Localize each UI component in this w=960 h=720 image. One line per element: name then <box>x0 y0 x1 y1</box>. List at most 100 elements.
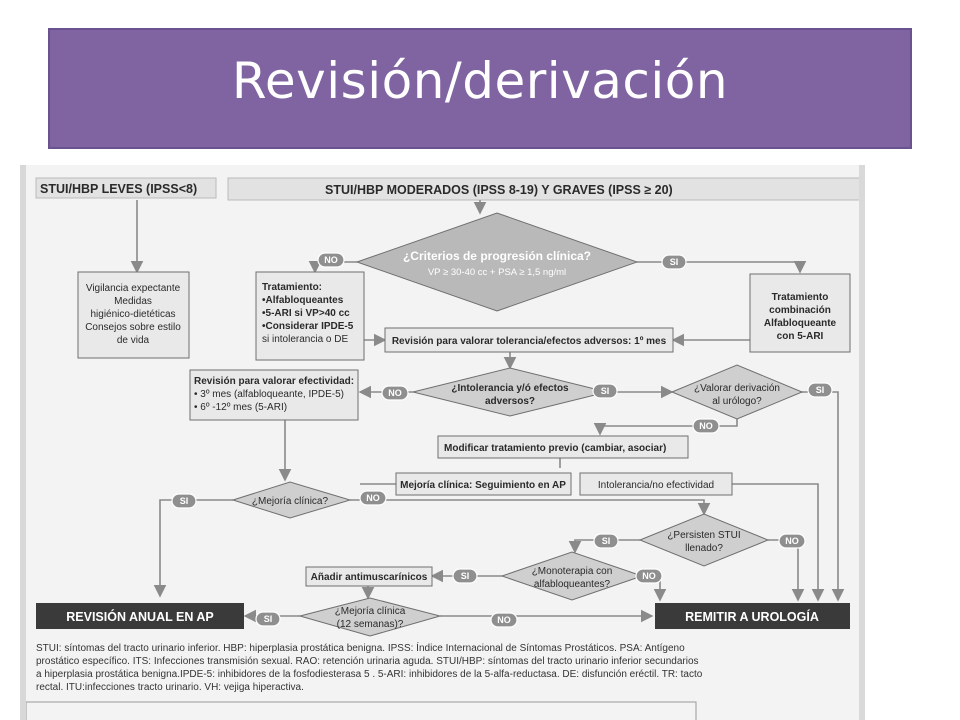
tratamiento-box <box>255 271 365 361</box>
revision-tolerancia: Revisión para valorar tolerancia/efectos… <box>392 336 667 347</box>
svg-text:SI: SI <box>601 386 610 396</box>
intolerancia-no-efectividad: Intolerancia/no efectividad <box>598 480 714 491</box>
svg-text:SI: SI <box>670 257 679 267</box>
vigilancia-line2: Medidas <box>114 296 152 307</box>
vigilancia-line4: Consejos sobre estilo <box>85 322 181 333</box>
header-leves: STUI/HBP LEVES (IPSS<8) <box>40 182 197 196</box>
svg-text:NO: NO <box>324 255 338 265</box>
mejoria-ap: Mejoría clínica: Seguimiento en AP <box>400 480 566 491</box>
arrow-no-persisten <box>350 499 711 516</box>
decision-progression-line2: VP ≥ 30-40 cc + PSA ≥ 1,5 ng/ml <box>428 267 566 278</box>
si-pill-mejoria12: SI <box>255 611 281 627</box>
vigilancia-box <box>77 271 190 359</box>
svg-text:NO: NO <box>785 536 799 546</box>
footnote-line2: prostático específico. ITS: Infecciones … <box>36 656 699 667</box>
combinacion-line2: combinación <box>769 305 831 316</box>
antimuscarinicos-box <box>305 566 433 587</box>
svg-text:SI: SI <box>461 571 470 581</box>
scan-right-edge <box>859 165 865 720</box>
no-pill-mejoria: NO <box>359 490 387 506</box>
revision-efectividad-item2: • 6º -12º mes (5-ARI) <box>194 402 287 413</box>
footnote-line4: rectal. ITU:infecciones tracto urinario.… <box>36 682 304 693</box>
combinacion-line4: con 5-ARI <box>777 331 824 342</box>
no-pill-derivacion: NO <box>692 418 720 434</box>
revision-anual-box <box>36 603 244 629</box>
no-pill-progression: NO <box>317 252 345 268</box>
si-pill-mejoria: SI <box>171 493 197 509</box>
si-pill-persisten: SI <box>593 533 619 549</box>
decision-progression-line1: ¿Criterios de progresión clínica? <box>403 249 591 263</box>
footnote-line3: a hiperplasia prostática benigna.IPDE-5:… <box>36 669 703 680</box>
decision-persisten-line2: llenado? <box>685 543 723 554</box>
bottom-frame <box>25 701 697 720</box>
mejoria-ap-box <box>395 472 572 496</box>
combinacion-box <box>749 273 851 353</box>
revision-tolerancia-box <box>384 327 674 353</box>
tratamiento-item2: •5-ARI si VP>40 cc <box>262 308 350 319</box>
decision-mejoria-12-line1: ¿Mejoría clínica <box>335 606 406 617</box>
vigilancia-line5: de vida <box>117 335 150 346</box>
svg-text:SI: SI <box>816 385 825 395</box>
si-pill-intolerancia: SI <box>592 383 618 399</box>
svg-text:SI: SI <box>264 614 273 624</box>
decision-mejoria <box>231 481 352 519</box>
si-pill-derivacion: SI <box>807 382 833 398</box>
slide-title-bar: Revisión/derivación <box>48 28 912 149</box>
combinacion-line1: Tratamiento <box>772 292 829 303</box>
tratamiento-item3: •Considerar IPDE-5 <box>262 321 354 332</box>
svg-text:SI: SI <box>180 496 189 506</box>
svg-text:NO: NO <box>366 493 380 503</box>
antimuscarinicos: Añadir antimuscarínicos <box>311 572 428 583</box>
vigilancia-line1: Vigilancia expectante <box>86 283 181 294</box>
flowchart-svg: STUI/HBP LEVES (IPSS<8) STUI/HBP MODERAD… <box>25 177 863 720</box>
decision-intolerancia-line1: ¿Intolerancia y/ó efectos <box>451 383 569 394</box>
no-pill-persisten: NO <box>778 533 806 549</box>
modificar-box <box>437 435 689 459</box>
si-pill-monoterapia: SI <box>452 568 478 584</box>
scan-left-edge <box>20 165 26 720</box>
arrow-intolerancia-urologia <box>732 483 825 602</box>
decision-progression <box>355 212 639 312</box>
si-pill-progression: SI <box>661 254 687 270</box>
remitir-urologia-box <box>655 603 850 629</box>
svg-text:NO: NO <box>642 571 656 581</box>
revision-efectividad-title: Revisión para valorar efectividad: <box>194 376 354 387</box>
decision-mejoria-text: ¿Mejoría clínica? <box>252 496 329 507</box>
footnote-line1: STUI: síntomas del tracto urinario infer… <box>36 641 685 654</box>
header-moderados: STUI/HBP MODERADOS (IPSS 8-19) Y GRAVES … <box>325 183 673 197</box>
tratamiento-item1: •Alfabloqueantes <box>262 295 344 306</box>
modificar-text: Modificar tratamiento previo (cambiar, a… <box>444 443 666 454</box>
revision-efectividad-item1: • 3º mes (alfabloqueante, IPDE-5) <box>194 389 344 400</box>
header-leves-box <box>35 177 217 199</box>
no-pill-mejoria12: NO <box>490 612 518 628</box>
arrow-si-urologia-1 <box>800 391 845 602</box>
slide-title: Revisión/derivación <box>231 52 729 110</box>
decision-intolerancia-line2: adversos? <box>485 396 535 407</box>
revision-anual: REVISIÓN ANUAL EN AP <box>66 609 213 624</box>
svg-text:SI: SI <box>602 536 611 546</box>
svg-text:NO: NO <box>497 615 511 625</box>
decision-derivacion-line1: ¿Valorar derivación <box>694 383 780 394</box>
decision-mejoria-12-line2: (12 semanas)? <box>337 619 404 630</box>
decision-mejoria-12 <box>298 597 442 637</box>
decision-persisten-line1: ¿Persisten STUI <box>667 530 740 541</box>
arrow-si-combinacion <box>637 260 807 274</box>
combinacion-line3: Alfabloqueante <box>764 318 837 329</box>
decision-derivacion-line2: al urólogo? <box>712 396 762 407</box>
decision-monoterapia-line2: alfabloqueantes? <box>534 579 611 590</box>
arrow-no-modificar <box>593 415 738 436</box>
decision-derivacion <box>670 364 804 420</box>
svg-text:NO: NO <box>699 421 713 431</box>
svg-text:NO: NO <box>388 388 402 398</box>
no-pill-monoterapia: NO <box>635 568 663 584</box>
decision-persisten <box>638 513 770 567</box>
decision-monoterapia-line1: ¿Monoterapia con <box>532 566 613 577</box>
tratamiento-item4: si intolerancia o DE <box>262 334 348 345</box>
no-pill-intolerancia: NO <box>381 385 409 401</box>
intolerancia-no-efectividad-box <box>579 472 733 496</box>
tratamiento-title: Tratamiento: <box>262 282 322 293</box>
flowchart-scan: STUI/HBP LEVES (IPSS<8) STUI/HBP MODERAD… <box>20 165 865 720</box>
revision-efectividad-box <box>189 369 359 421</box>
arrow-si-revision <box>153 499 233 598</box>
vigilancia-line3: higiénico-dietéticas <box>90 309 175 320</box>
